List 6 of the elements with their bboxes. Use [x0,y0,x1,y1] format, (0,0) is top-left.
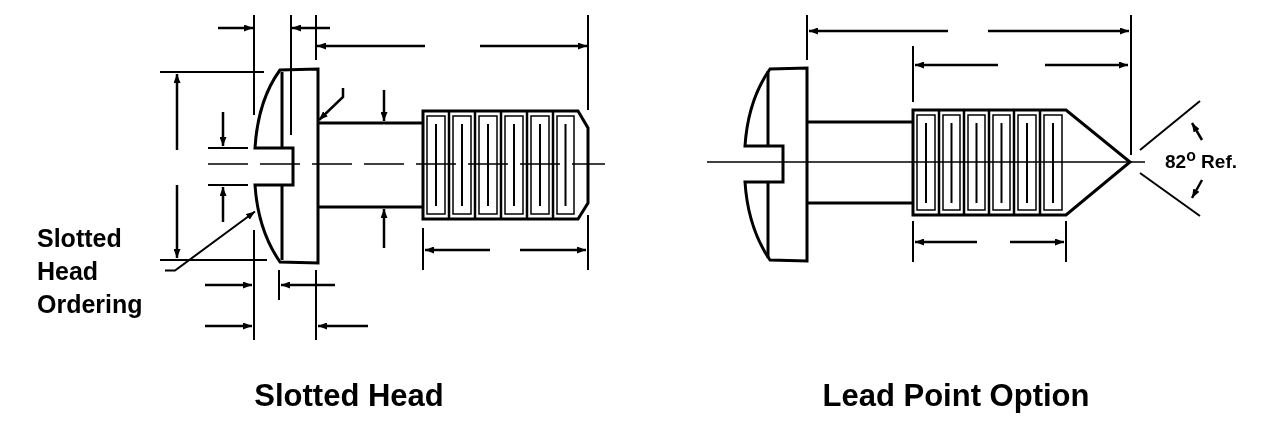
angle-label: 82$^{o}$ Ref. [1165,147,1237,174]
leader-line [164,210,256,272]
figure-caption: Slotted Head [254,378,444,414]
callout-text: Slotted Head Ordering [37,223,144,320]
figure-caption: Lead Point Option [822,378,1090,414]
screw-head-drawing [253,67,320,265]
